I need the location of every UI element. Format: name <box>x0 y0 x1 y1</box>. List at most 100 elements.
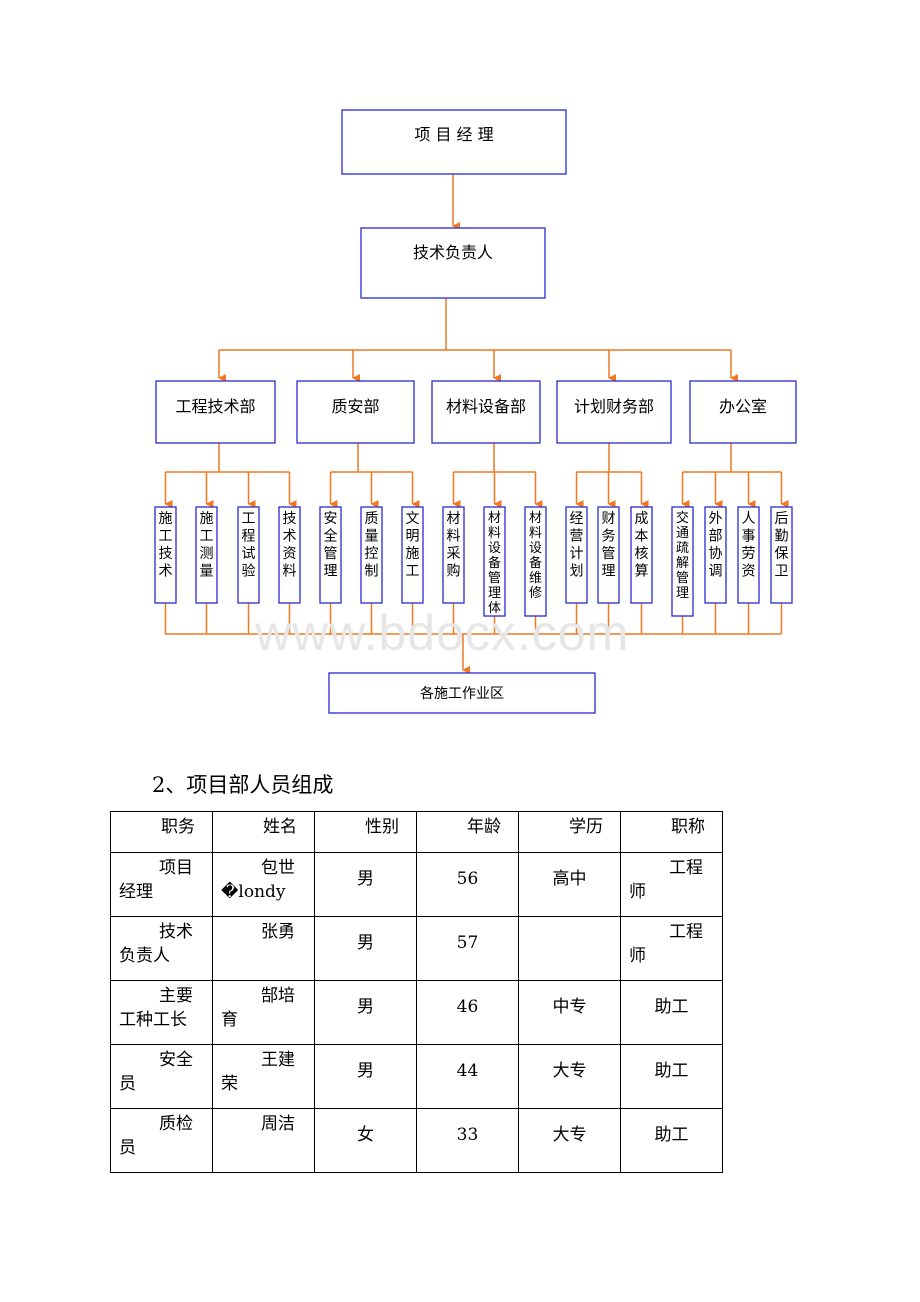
cell-role: 主要工种工长 <box>111 981 212 1032</box>
box-unit <box>483 506 506 617</box>
box-unit <box>401 506 424 604</box>
unit-label: 技术资料 <box>283 511 297 580</box>
box-unit <box>319 506 342 604</box>
unit-label: 施工测量 <box>200 511 214 580</box>
cell-title-line1: 工程 <box>669 858 703 878</box>
cell-role: 技术负责人 <box>111 917 212 968</box>
unit-label: 外部协调 <box>709 511 723 580</box>
cell-education <box>519 917 620 931</box>
cell-name: 包世�londy <box>213 853 314 904</box>
box-department <box>155 380 276 444</box>
unit-label: 后勤保卫 <box>775 511 789 580</box>
cell-age: 33 <box>456 1125 479 1145</box>
header-cell: 性别 <box>365 817 399 837</box>
table-row: 技术负责人 张勇男 57 工程师 <box>110 916 723 981</box>
cell-name-line1: 张勇 <box>261 922 295 942</box>
unit-label: 材料设备维修 <box>529 511 542 601</box>
header-cell: 职务 <box>161 817 195 837</box>
cell-age: 46 <box>456 997 479 1017</box>
cell-role-line1: 项目 <box>159 858 193 878</box>
unit-label: 材料采购 <box>447 511 461 580</box>
unit-label: 财务管理 <box>602 511 616 580</box>
cell-name: 郜培育 <box>213 981 314 1032</box>
cell-name-line2: 荣 <box>221 1074 238 1094</box>
header-cell: 姓名 <box>263 817 297 837</box>
box-department <box>296 380 415 444</box>
cell-role-line2: 员 <box>119 1074 136 1094</box>
cell-role-line1: 技术 <box>159 922 193 942</box>
cell-name-line2: 育 <box>221 1010 238 1030</box>
cell-gender: 男 <box>357 933 374 953</box>
cell-education: 大专 <box>552 1125 587 1145</box>
cell-gender: 男 <box>357 997 374 1017</box>
cell-title: 工程师 <box>621 853 722 904</box>
box-unit <box>671 506 694 617</box>
department-label: 计划财务部 <box>574 397 654 416</box>
box-department <box>689 380 797 444</box>
cell-name-line2: �londy <box>221 882 286 902</box>
unit-label: 成本核算 <box>635 511 649 580</box>
header-cell: 学历 <box>569 817 603 837</box>
box-department <box>431 380 541 444</box>
cell-title: 工程师 <box>621 917 722 968</box>
cell-education: 高中 <box>552 869 587 889</box>
department-label: 办公室 <box>719 397 767 416</box>
box-department <box>556 380 672 444</box>
cell-title: 助工 <box>654 997 689 1017</box>
department-label: 工程技术部 <box>175 397 255 416</box>
department-label: 质安部 <box>331 397 379 416</box>
tech-lead-label: 技术负责人 <box>413 243 493 262</box>
unit-label: 安全管理 <box>324 511 338 580</box>
cell-role-line1: 质检 <box>159 1114 193 1134</box>
box-unit <box>704 506 727 604</box>
cell-role-line2: 负责人 <box>119 946 170 966</box>
cell-age: 56 <box>456 869 479 889</box>
box-unit <box>597 506 620 604</box>
box-unit <box>360 506 383 604</box>
cell-age: 44 <box>456 1061 479 1081</box>
cell-role: 质检员 <box>111 1109 212 1160</box>
table-header-row: 职务 姓名 性别 年龄 学历 职称 <box>110 811 723 853</box>
cell-name-line1: 王建 <box>261 1050 295 1070</box>
box-unit <box>195 506 218 604</box>
unit-label: 人事劳资 <box>742 511 756 580</box>
box-unit <box>154 506 177 604</box>
cell-title-line2: 师 <box>629 882 646 902</box>
cell-name: 张勇 <box>213 917 314 944</box>
cell-role-line1: 安全 <box>159 1050 193 1070</box>
unit-label: 工程试验 <box>242 511 256 580</box>
cell-name: 王建荣 <box>213 1045 314 1096</box>
cell-gender: 男 <box>357 1061 374 1081</box>
box-unit <box>737 506 760 604</box>
box-project-manager <box>341 109 567 175</box>
project-manager-label: 项 目 经 理 <box>414 125 493 144</box>
watermark: www.bdocx.com <box>255 605 630 661</box>
box-unit <box>237 506 260 604</box>
unit-label: 质量控制 <box>365 511 379 580</box>
box-tech-lead <box>360 227 546 299</box>
unit-label: 交通疏解管理 <box>676 510 689 601</box>
box-unit <box>630 506 653 604</box>
cell-education: 中专 <box>552 997 587 1017</box>
work-zones-label: 各施工作业区 <box>420 686 504 702</box>
cell-gender: 女 <box>357 1125 374 1145</box>
cell-name: 周洁 <box>213 1109 314 1136</box>
box-unit <box>770 506 793 604</box>
box-work-zones <box>328 672 596 714</box>
cell-title: 助工 <box>654 1061 689 1081</box>
unit-label: 施工技术 <box>159 511 173 580</box>
cell-age: 57 <box>456 933 479 953</box>
unit-label: 材料设备管理体 <box>488 511 501 616</box>
unit-label: 经营计划 <box>570 511 584 580</box>
cell-role-line2: 经理 <box>119 882 153 902</box>
cell-name-line1: 郜培 <box>261 986 295 1006</box>
cell-role-line2: 员 <box>119 1138 136 1158</box>
department-label: 材料设备部 <box>446 397 526 416</box>
cell-title: 助工 <box>654 1125 689 1145</box>
box-unit <box>524 506 547 617</box>
